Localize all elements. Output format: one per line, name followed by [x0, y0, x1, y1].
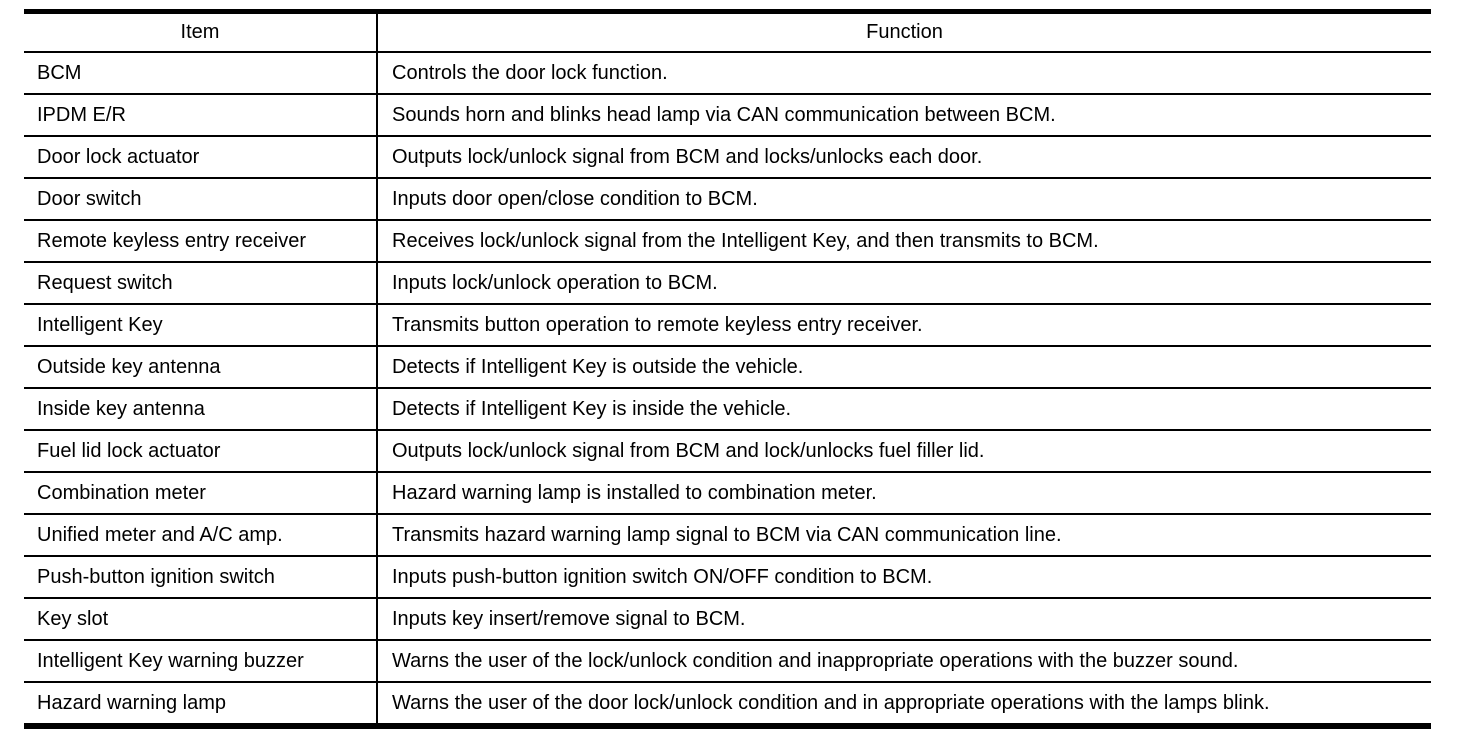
function-cell: Inputs key insert/remove signal to BCM.	[377, 598, 1431, 641]
function-cell: Outputs lock/unlock signal from BCM and …	[377, 430, 1431, 473]
function-cell: Transmits button operation to remote key…	[377, 304, 1431, 347]
item-cell: Key slot	[24, 598, 378, 641]
table-row: Door switch Inputs door open/close condi…	[24, 178, 1431, 221]
item-cell: Push-button ignition switch	[24, 556, 378, 599]
function-cell: Inputs push-button ignition switch ON/OF…	[377, 556, 1431, 599]
item-cell: Fuel lid lock actuator	[24, 430, 378, 473]
table-row: Intelligent Key Transmits button operati…	[24, 304, 1431, 347]
table-container: Item Function BCM Controls the door lock…	[24, 9, 1431, 729]
item-cell: IPDM E/R	[24, 94, 378, 137]
table-row: Unified meter and A/C amp. Transmits haz…	[24, 514, 1431, 557]
item-cell: Outside key antenna	[24, 346, 378, 389]
item-cell: BCM	[24, 52, 378, 95]
table-header: Item Function	[24, 11, 1431, 53]
function-cell: Outputs lock/unlock signal from BCM and …	[377, 136, 1431, 179]
table-row: Door lock actuator Outputs lock/unlock s…	[24, 136, 1431, 179]
table-row: Outside key antenna Detects if Intellige…	[24, 346, 1431, 389]
table-row: Intelligent Key warning buzzer Warns the…	[24, 640, 1431, 683]
item-cell: Intelligent Key	[24, 304, 378, 347]
table-row: Request switch Inputs lock/unlock operat…	[24, 262, 1431, 305]
table-body: BCM Controls the door lock function. IPD…	[24, 52, 1431, 727]
function-cell: Controls the door lock function.	[377, 52, 1431, 95]
item-cell: Hazard warning lamp	[24, 682, 378, 727]
item-cell: Combination meter	[24, 472, 378, 515]
function-cell: Inputs door open/close condition to BCM.	[377, 178, 1431, 221]
table-row: Inside key antenna Detects if Intelligen…	[24, 388, 1431, 431]
item-cell: Remote keyless entry receiver	[24, 220, 378, 263]
item-cell: Inside key antenna	[24, 388, 378, 431]
item-cell: Door switch	[24, 178, 378, 221]
header-row: Item Function	[24, 11, 1431, 53]
function-cell: Receives lock/unlock signal from the Int…	[377, 220, 1431, 263]
table-row: IPDM E/R Sounds horn and blinks head lam…	[24, 94, 1431, 137]
function-cell: Sounds horn and blinks head lamp via CAN…	[377, 94, 1431, 137]
table-row: Fuel lid lock actuator Outputs lock/unlo…	[24, 430, 1431, 473]
table-row: Remote keyless entry receiver Receives l…	[24, 220, 1431, 263]
function-cell: Hazard warning lamp is installed to comb…	[377, 472, 1431, 515]
function-cell: Transmits hazard warning lamp signal to …	[377, 514, 1431, 557]
table-row: Push-button ignition switch Inputs push-…	[24, 556, 1431, 599]
item-cell: Door lock actuator	[24, 136, 378, 179]
item-cell: Unified meter and A/C amp.	[24, 514, 378, 557]
column-header-function: Function	[377, 11, 1431, 53]
table-row: Hazard warning lamp Warns the user of th…	[24, 682, 1431, 727]
table-row: Combination meter Hazard warning lamp is…	[24, 472, 1431, 515]
function-cell: Inputs lock/unlock operation to BCM.	[377, 262, 1431, 305]
item-function-table: Item Function BCM Controls the door lock…	[24, 9, 1431, 729]
column-header-item: Item	[24, 11, 378, 53]
table-row: Key slot Inputs key insert/remove signal…	[24, 598, 1431, 641]
item-cell: Request switch	[24, 262, 378, 305]
item-cell: Intelligent Key warning buzzer	[24, 640, 378, 683]
function-cell: Detects if Intelligent Key is outside th…	[377, 346, 1431, 389]
function-cell: Warns the user of the lock/unlock condit…	[377, 640, 1431, 683]
function-cell: Detects if Intelligent Key is inside the…	[377, 388, 1431, 431]
table-row: BCM Controls the door lock function.	[24, 52, 1431, 95]
function-cell: Warns the user of the door lock/unlock c…	[377, 682, 1431, 727]
